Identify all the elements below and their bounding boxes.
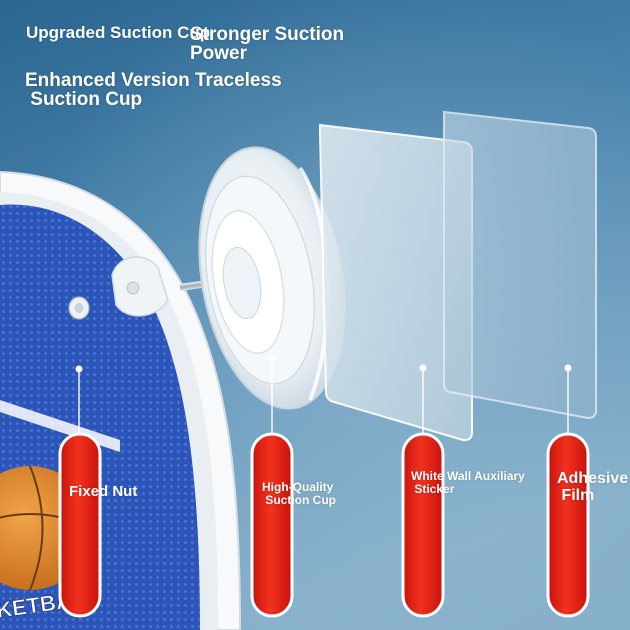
suction-cup (198, 146, 346, 410)
fixed-nut (68, 296, 90, 320)
callout-pill-wall-sticker (401, 432, 445, 618)
callout-leaders (78, 360, 569, 436)
headline-enhanced-traceless-suction-cup: Enhanced Version Traceless Suction Cup (25, 70, 282, 110)
callout-label-fixed-nut: Fixed Nut (69, 483, 138, 500)
callout-dots (75, 354, 572, 373)
callout-pill-suction-cup (250, 432, 294, 618)
callout-label-wall-sticker: White Wall Auxiliary Sticker (411, 469, 525, 497)
headline-stronger-suction-power: Stronger Suction Power (190, 24, 345, 64)
callout-pills (58, 432, 590, 618)
callout-pill-adhesive-film (546, 432, 590, 618)
mounting-hole (126, 281, 140, 295)
callout-pill-fixed-nut (58, 432, 102, 618)
callout-label-adhesive-film: Adhesive Film (557, 470, 629, 504)
basketball-seam (29, 465, 44, 591)
headline-upgraded-suction-cup: Upgraded Suction Cup (26, 23, 211, 42)
adhesive-film (443, 110, 597, 420)
callout-label-suction-cup: High-Quality Suction Cup (262, 480, 336, 508)
backboard-mounting-tab (111, 256, 169, 317)
